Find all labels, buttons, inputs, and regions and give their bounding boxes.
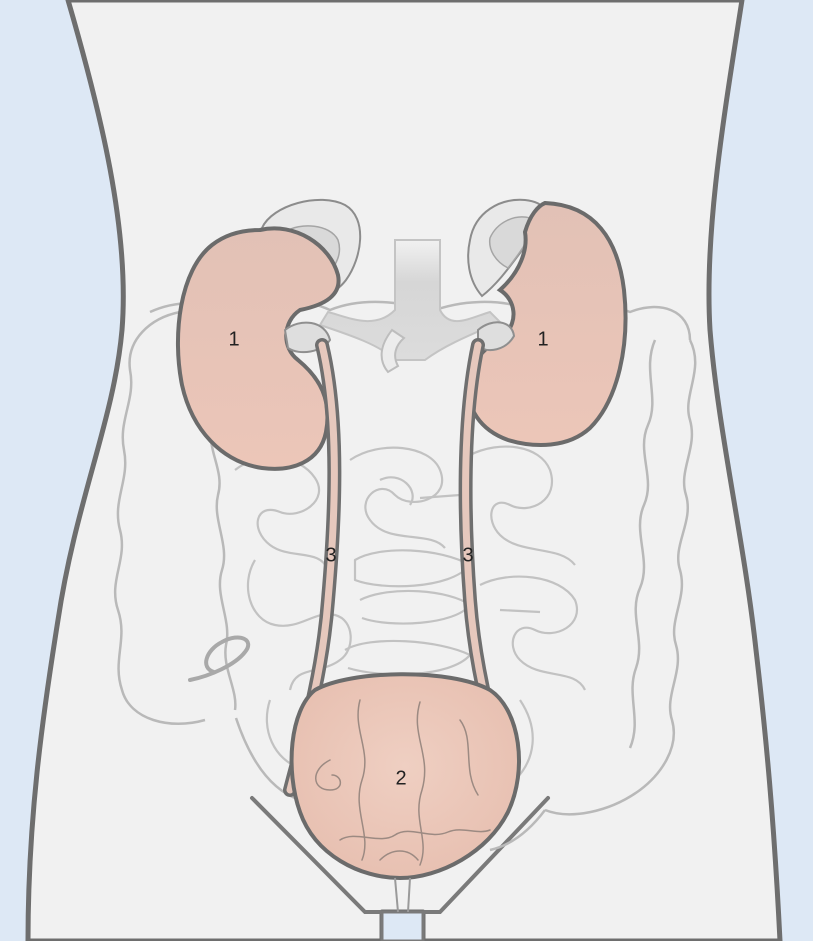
- bladder-label: 2: [395, 767, 406, 789]
- kidney-left-label: 1: [228, 328, 239, 350]
- kidney-right-label: 1: [537, 328, 548, 350]
- ureter-right-label: 3: [462, 544, 473, 566]
- ureter-left-label: 3: [325, 544, 336, 566]
- urethra-opening: [382, 912, 423, 941]
